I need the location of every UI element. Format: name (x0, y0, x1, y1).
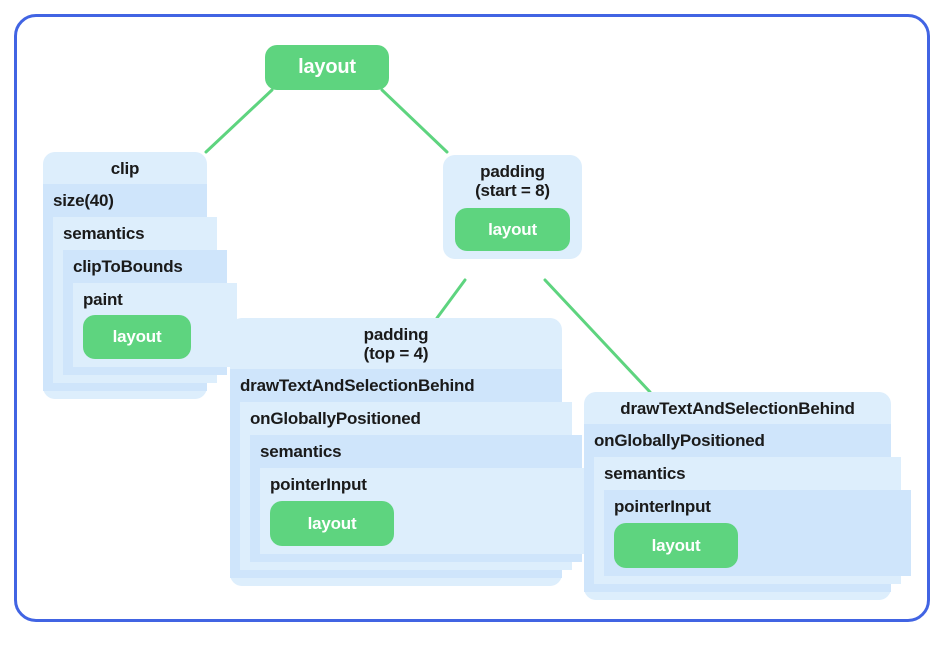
node-label: layout (112, 327, 162, 347)
node-padding-start[interactable]: padding (start = 8) layout (443, 155, 582, 260)
node-label-line2: (top = 4) (363, 344, 429, 364)
node-semantics[interactable]: semantics pointerInput layout (250, 435, 592, 563)
node-label: size(40) (53, 191, 114, 211)
node-label: drawTextAndSelectionBehind (620, 399, 855, 418)
node-label: pointerInput (614, 497, 711, 517)
node-layout[interactable]: layout (455, 208, 570, 252)
node-label: clipToBounds (73, 257, 183, 277)
node-label: drawTextAndSelectionBehind (240, 376, 475, 396)
node-label: onGloballyPositioned (250, 409, 421, 429)
node-label: layout (307, 513, 357, 533)
node-label: semantics (260, 442, 342, 462)
node-semantics[interactable]: semantics clipToBounds paint layout (53, 217, 237, 384)
diagram-frame (14, 14, 930, 622)
node-pointer-input[interactable]: pointerInput layout (604, 490, 911, 577)
node-layout[interactable]: layout (83, 315, 191, 360)
node-label: pointerInput (270, 475, 367, 495)
node-on-globally-positioned[interactable]: onGloballyPositioned semantics pointerIn… (584, 424, 911, 593)
node-label: layout (298, 56, 356, 78)
node-label-line2: (start = 8) (475, 181, 550, 201)
node-layout[interactable]: layout (614, 523, 738, 569)
node-label: onGloballyPositioned (594, 431, 765, 451)
node-label: layout (651, 535, 701, 555)
node-label: paint (83, 290, 123, 310)
node-label-line1: padding (480, 162, 545, 181)
node-clip-to-bounds[interactable]: clipToBounds paint layout (63, 250, 237, 376)
node-label: layout (488, 219, 537, 239)
node-padding-top[interactable]: padding (top = 4) drawTextAndSelectionBe… (230, 318, 592, 587)
node-label: semantics (63, 224, 145, 244)
node-pointer-input[interactable]: pointerInput layout (260, 468, 592, 555)
node-label: clip (110, 159, 140, 178)
node-clip[interactable]: clip size(40) semantics clipToBounds pai… (43, 152, 237, 400)
node-on-globally-positioned[interactable]: onGloballyPositioned semantics pointerIn… (240, 402, 592, 571)
node-layout[interactable]: layout (270, 501, 394, 547)
node-label: semantics (604, 464, 686, 484)
node-draw-text-and-selection-behind[interactable]: drawTextAndSelectionBehind onGloballyPos… (230, 369, 592, 579)
node-paint[interactable]: paint layout (73, 283, 237, 368)
node-root-layout[interactable]: layout (265, 45, 389, 90)
node-draw-text-and-selection-behind-right[interactable]: drawTextAndSelectionBehind onGloballyPos… (584, 392, 911, 601)
node-size-40[interactable]: size(40) semantics clipToBounds paint la… (43, 184, 237, 392)
node-semantics[interactable]: semantics pointerInput layout (594, 457, 911, 585)
node-label-line1: padding (363, 325, 429, 344)
